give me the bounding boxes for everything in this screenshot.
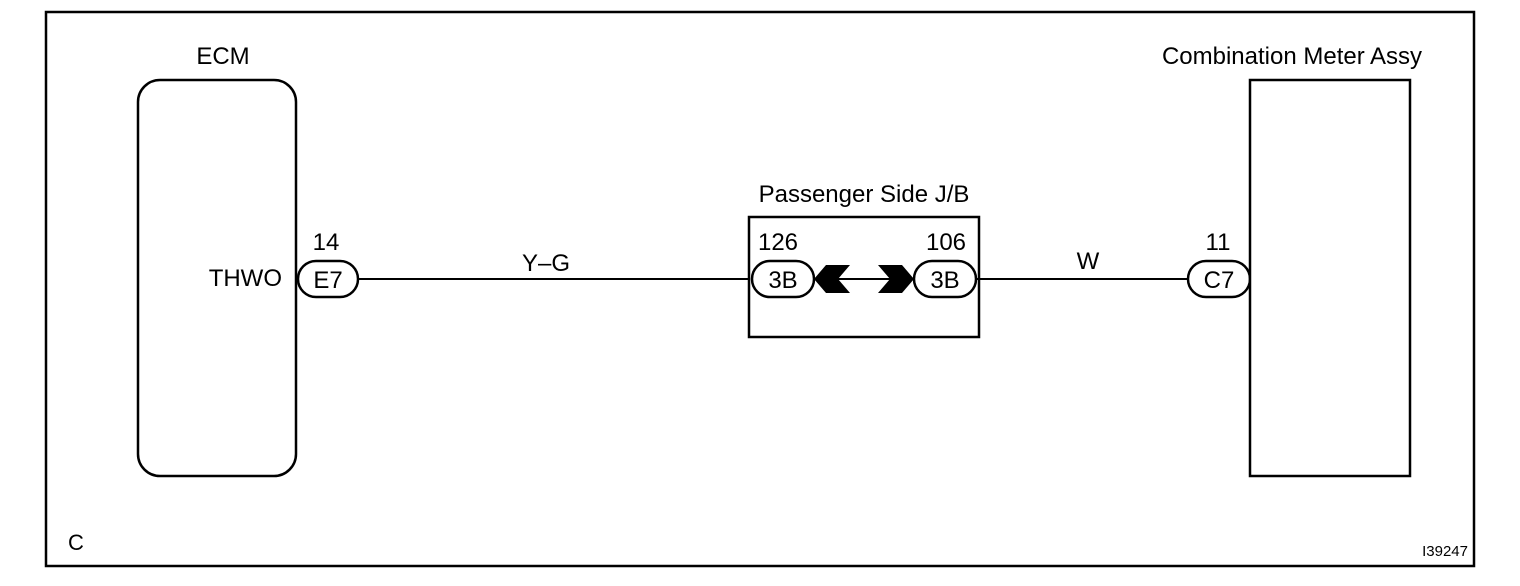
jb-left-pin-number: 126 (758, 229, 798, 256)
jb-left-arrow-icon (814, 265, 850, 293)
ecm-terminal-name: THWO (209, 265, 282, 292)
jb-right-connector-code: 3B (930, 267, 959, 294)
wire-left-color: Y–G (522, 250, 570, 277)
jb-right-arrow-icon (878, 265, 914, 293)
meter-box (1248, 78, 1412, 478)
ecm-box (136, 78, 298, 478)
jb-left-connector-code: 3B (768, 267, 797, 294)
diagram-frame (44, 10, 1476, 568)
ecm-title: ECM (196, 43, 249, 70)
ecm-pin-number: 14 (313, 229, 340, 256)
junction-block-title: Passenger Side J/B (759, 181, 970, 208)
corner-letter: C (68, 530, 84, 555)
jb-left-connector (750, 259, 816, 299)
ecm-connector-code: E7 (313, 267, 342, 294)
meter-title: Combination Meter Assy (1162, 43, 1422, 70)
figure-id: I39247 (1422, 543, 1468, 560)
meter-connector-code: C7 (1204, 267, 1235, 294)
wire-right-color: W (1077, 248, 1100, 275)
jb-right-pin-number: 106 (926, 229, 966, 256)
meter-pin-number: 11 (1206, 229, 1231, 256)
